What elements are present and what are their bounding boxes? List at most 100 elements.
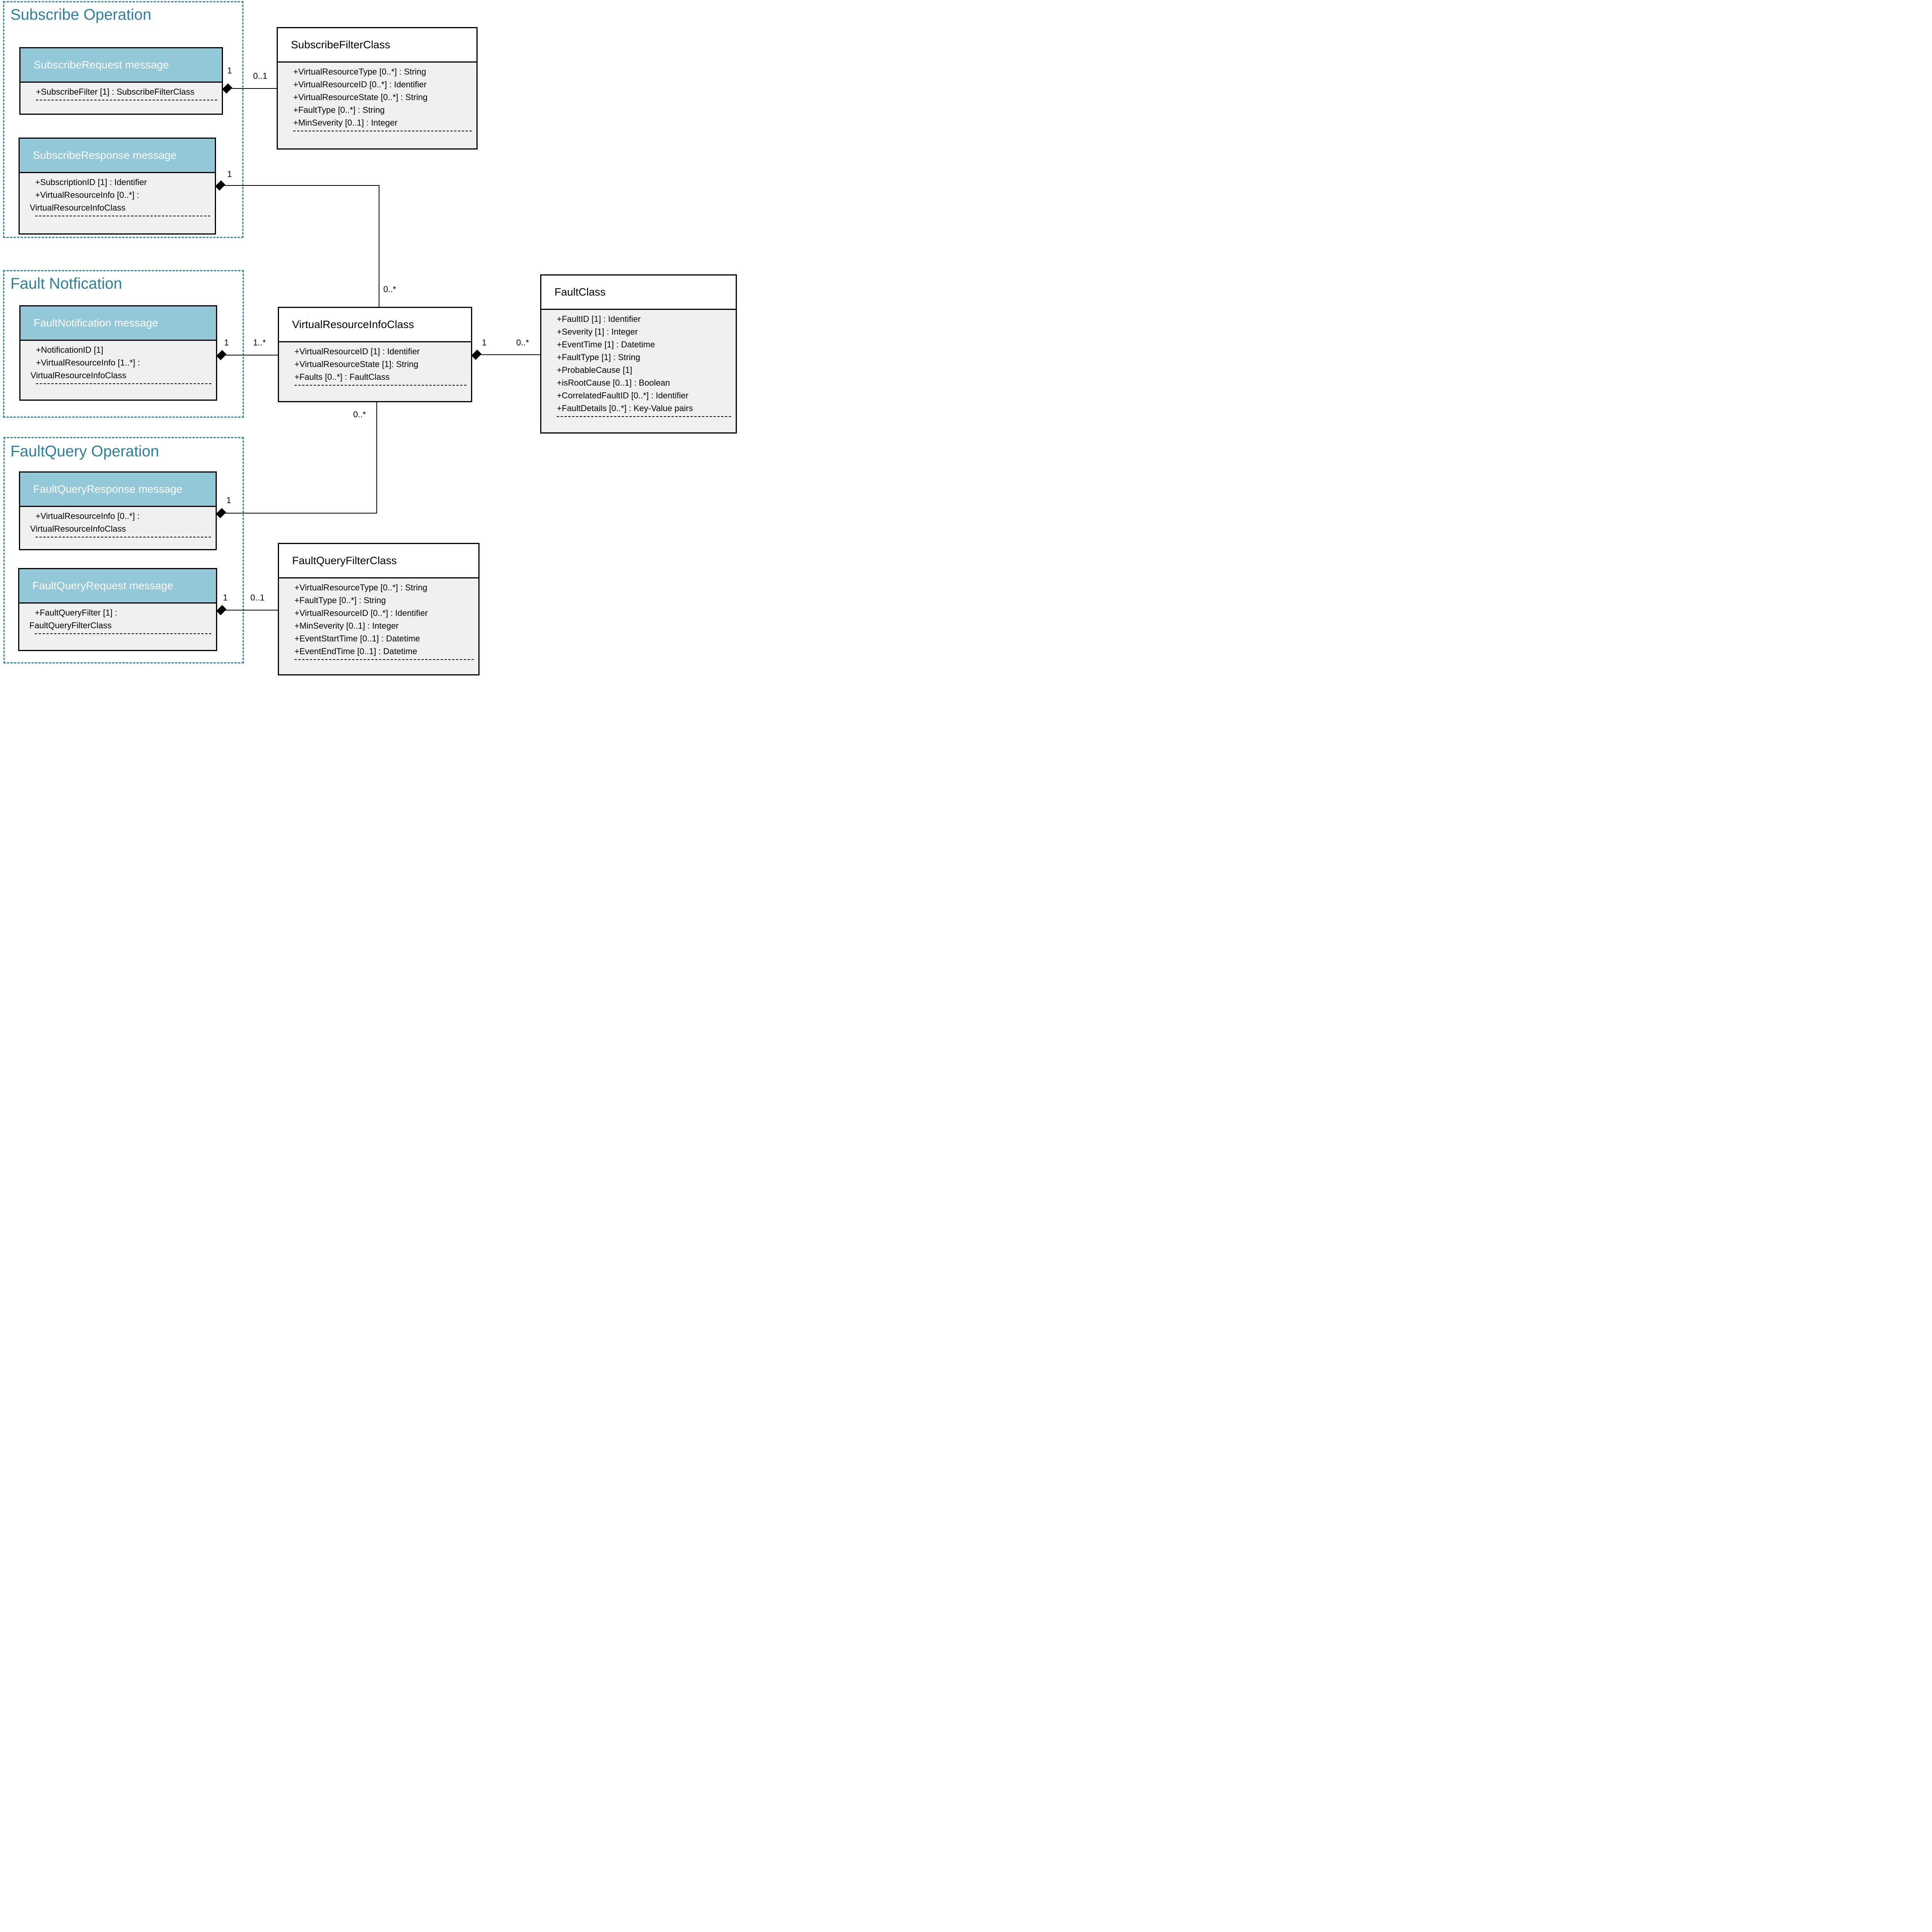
association-line xyxy=(230,88,277,89)
attribute-line-wrap: VirtualResourceInfoClass xyxy=(31,371,126,380)
class-header: FaultClass xyxy=(541,276,736,310)
section-title: Subscribe Operation xyxy=(10,6,151,23)
attribute-line: +Faults [0..*] : FaultClass xyxy=(294,372,390,382)
class-virtual-resource-info-class: VirtualResourceInfoClass +VirtualResourc… xyxy=(278,307,472,402)
attribute-line: +CorrelatedFaultID [0..*] : Identifier xyxy=(557,391,689,400)
multiplicity-label: 1 xyxy=(226,495,231,505)
class-title: SubscribeRequest message xyxy=(34,59,169,71)
attribute-line: +FaultType [0..*] : String xyxy=(294,595,386,605)
attribute-line: +NotificationID [1] xyxy=(36,345,104,355)
class-title: FaultClass xyxy=(554,286,606,298)
attribute-line-wrap: VirtualResourceInfoClass xyxy=(30,524,126,534)
class-attributes: +VirtualResourceID [1] : Identifier +Vir… xyxy=(279,342,471,401)
class-title: SubscribeFilterClass xyxy=(291,39,390,51)
class-subscribe-request-message: SubscribeRequest message +SubscribeFilte… xyxy=(19,47,223,115)
class-attributes: +FaultQueryFilter [1] : FaultQueryFilter… xyxy=(19,604,216,650)
uml-diagram-canvas: Subscribe Operation Fault Notfication Fa… xyxy=(0,0,738,676)
class-title: SubscribeResponse message xyxy=(33,149,177,161)
attribute-separator xyxy=(294,385,466,386)
class-header: SubscribeRequest message xyxy=(20,48,222,83)
attribute-line: +FaultQueryFilter [1] : xyxy=(35,608,117,617)
class-attributes: +SubscriptionID [1] : Identifier +Virtua… xyxy=(20,173,215,233)
attribute-line: +VirtualResourceInfo [0..*] : xyxy=(36,511,140,521)
class-attributes: +VirtualResourceInfo [0..*] : VirtualRes… xyxy=(20,507,216,549)
association-line xyxy=(224,513,377,514)
multiplicity-label: 1 xyxy=(482,338,487,347)
attribute-line: +VirtualResourceID [1] : Identifier xyxy=(294,347,420,356)
class-fault-query-response-message: FaultQueryResponse message +VirtualResou… xyxy=(19,471,217,550)
class-fault-query-request-message: FaultQueryRequest message +FaultQueryFil… xyxy=(18,568,217,651)
attribute-line: +ProbableCause [1] xyxy=(557,365,633,375)
attribute-line: +VirtualResourceInfo [0..*] : xyxy=(35,190,139,200)
attribute-line: +Severity [1] : Integer xyxy=(557,327,638,337)
class-title: FaultNotification message xyxy=(34,317,158,329)
section-fault-notification xyxy=(3,270,244,418)
attribute-line-wrap: FaultQueryFilterClass xyxy=(29,621,112,630)
class-fault-class: FaultClass +FaultID [1] : Identifier +Se… xyxy=(540,274,737,434)
attribute-line: +FaultType [0..*] : String xyxy=(293,105,385,115)
class-header: SubscribeResponse message xyxy=(20,139,215,173)
attribute-line: +FaultID [1] : Identifier xyxy=(557,314,641,324)
attribute-line: +VirtualResourceType [0..*] : String xyxy=(294,583,427,592)
class-attributes: +VirtualResourceType [0..*] : String +Vi… xyxy=(278,63,476,148)
attribute-line: +SubscribeFilter [1] : SubscribeFilterCl… xyxy=(36,87,195,97)
class-fault-query-filter-class: FaultQueryFilterClass +VirtualResourceTy… xyxy=(278,543,480,675)
class-subscribe-filter-class: SubscribeFilterClass +VirtualResourceTyp… xyxy=(277,27,478,150)
association-line xyxy=(224,610,278,611)
class-fault-notification-message: FaultNotification message +NotificationI… xyxy=(19,305,217,401)
section-faultquery-operation xyxy=(3,437,244,663)
multiplicity-label: 1 xyxy=(223,593,228,602)
multiplicity-label: 0..* xyxy=(353,410,366,419)
attribute-line: +FaultType [1] : String xyxy=(557,352,640,362)
multiplicity-label: 0..1 xyxy=(253,71,267,81)
multiplicity-label: 1 xyxy=(224,338,229,347)
section-title: FaultQuery Operation xyxy=(10,443,159,460)
attribute-line: +VirtualResourceID [0..*] : Identifier xyxy=(294,608,428,618)
association-line xyxy=(376,402,377,514)
attribute-line: +SubscriptionID [1] : Identifier xyxy=(35,177,147,187)
class-title: FaultQueryFilterClass xyxy=(292,554,397,566)
aggregation-diamond-icon xyxy=(471,349,482,360)
attribute-line: +EventStartTime [0..1] : Datetime xyxy=(294,634,420,643)
class-header: FaultNotification message xyxy=(20,306,216,341)
attribute-line: +VirtualResourceInfo [1..*] : xyxy=(36,358,140,367)
attribute-separator xyxy=(36,383,211,384)
association-line xyxy=(480,354,540,355)
class-header: FaultQueryRequest message xyxy=(19,569,216,604)
class-header: FaultQueryFilterClass xyxy=(279,544,478,578)
class-subscribe-response-message: SubscribeResponse message +SubscriptionI… xyxy=(19,138,216,235)
class-header: FaultQueryResponse message xyxy=(20,473,216,507)
section-title: Fault Notfication xyxy=(10,275,122,292)
class-attributes: +VirtualResourceType [0..*] : String +Fa… xyxy=(279,578,478,674)
attribute-line: +MinSeverity [0..1] : Integer xyxy=(293,118,398,128)
attribute-line: +VirtualResourceType [0..*] : String xyxy=(293,67,426,77)
attribute-line: +EventTime [1] : Datetime xyxy=(557,340,655,349)
class-header: VirtualResourceInfoClass xyxy=(279,308,471,342)
class-title: VirtualResourceInfoClass xyxy=(292,318,414,330)
attribute-line: +VirtualResourceState [0..*] : String xyxy=(293,92,428,102)
multiplicity-label: 0..1 xyxy=(250,593,265,602)
attribute-line: +isRootCause [0..1] : Boolean xyxy=(557,378,670,388)
multiplicity-label: 0..* xyxy=(383,284,396,294)
class-attributes: +SubscribeFilter [1] : SubscribeFilterCl… xyxy=(20,83,222,114)
class-attributes: +FaultID [1] : Identifier +Severity [1] … xyxy=(541,310,736,432)
multiplicity-label: 1 xyxy=(227,169,232,179)
multiplicity-label: 0..* xyxy=(516,338,529,347)
attribute-line: +EventEndTime [0..1] : Datetime xyxy=(294,646,417,656)
class-attributes: +NotificationID [1] +VirtualResourceInfo… xyxy=(20,341,216,400)
attribute-line-wrap: VirtualResourceInfoClass xyxy=(30,203,126,213)
attribute-line: +VirtualResourceState [1]: String xyxy=(294,359,418,369)
class-title: FaultQueryRequest message xyxy=(32,580,173,592)
attribute-separator xyxy=(557,416,731,417)
class-title: FaultQueryResponse message xyxy=(33,483,182,495)
multiplicity-label: 1 xyxy=(227,66,232,75)
attribute-line: +FaultDetails [0..*] : Key-Value pairs xyxy=(557,403,693,413)
attribute-line: +VirtualResourceID [0..*] : Identifier xyxy=(293,80,427,89)
attribute-line: +MinSeverity [0..1] : Integer xyxy=(294,621,399,631)
attribute-separator xyxy=(294,659,474,660)
attribute-separator xyxy=(35,633,211,634)
section-subscribe-operation xyxy=(3,1,243,238)
association-line xyxy=(223,185,379,186)
class-header: SubscribeFilterClass xyxy=(278,28,476,63)
multiplicity-label: 1..* xyxy=(253,338,266,347)
